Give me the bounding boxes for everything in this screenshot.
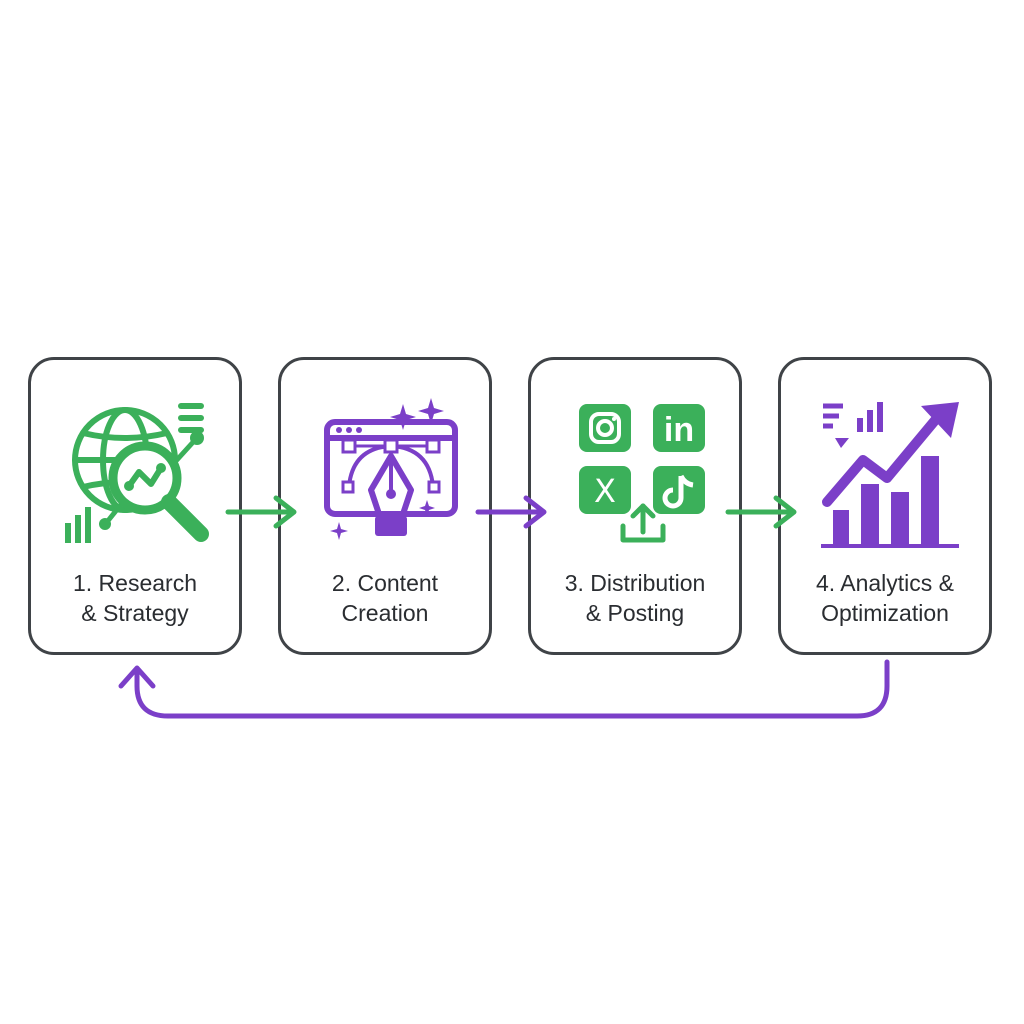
pen-tool-icon	[324, 398, 458, 540]
svg-text:X: X	[594, 472, 616, 510]
step-label-line1: 4. Analytics &	[815, 570, 955, 596]
step-label-line1: 1. Research	[72, 570, 197, 596]
step-card-research-strategy: 1. Research & Strategy	[28, 357, 242, 655]
step-label-line1: 2. Content	[331, 570, 439, 596]
step-label: 4. Analytics & Optimization	[781, 568, 989, 628]
upload-icon	[620, 503, 666, 543]
step-label: 3. Distribution & Posting	[531, 568, 739, 628]
step-label-line2: & Strategy	[81, 600, 189, 626]
step-card-distribution-posting: in X 3. Distribution & Posting	[528, 357, 742, 655]
step-card-content-creation: 2. Content Creation	[278, 357, 492, 655]
x-icon: X	[579, 466, 631, 514]
step-label-line2: & Posting	[585, 600, 685, 626]
step-label-line1: 3. Distribution	[564, 570, 706, 596]
svg-text:in: in	[664, 411, 694, 449]
step-card-analytics-optimization: 4. Analytics & Optimization	[778, 357, 992, 655]
step-label-line2: Creation	[341, 600, 429, 626]
tiktok-icon	[653, 466, 705, 514]
step-label: 1. Research & Strategy	[31, 568, 239, 628]
growth-chart-icon	[821, 402, 959, 548]
social-share-icon: in X	[579, 404, 705, 543]
loop-arrow-step4-to-step1	[118, 659, 890, 719]
step-label-line2: Optimization	[821, 600, 949, 626]
globe-magnifier-icon	[65, 403, 209, 543]
linkedin-icon: in	[653, 404, 705, 452]
step-label: 2. Content Creation	[281, 568, 489, 628]
instagram-icon	[579, 404, 631, 452]
